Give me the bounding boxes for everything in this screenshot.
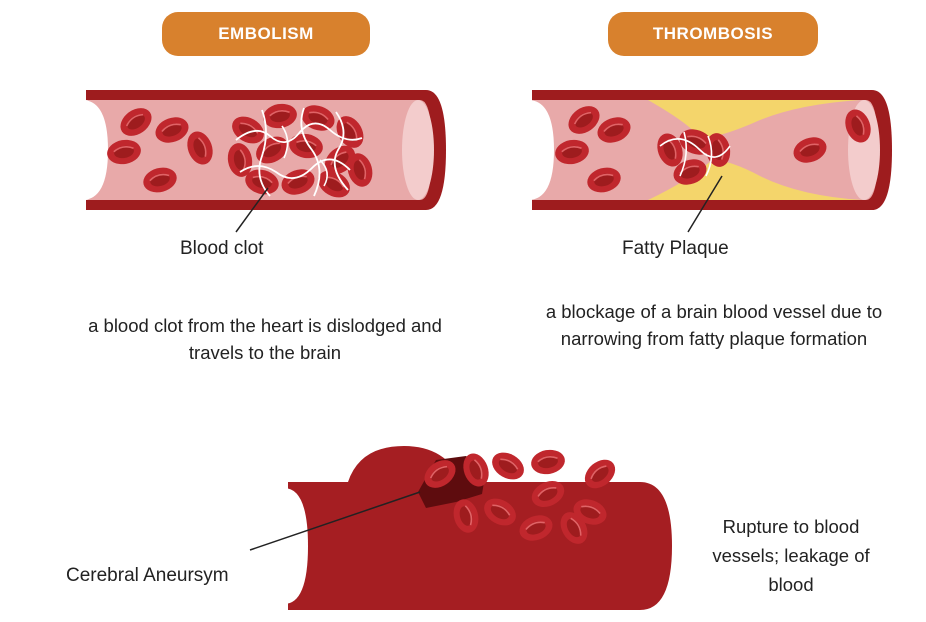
- thrombosis-description: a blockage of a brain blood vessel due t…: [545, 301, 883, 349]
- thrombosis-title-badge: THROMBOSIS: [608, 12, 818, 56]
- embolism-title-badge: EMBOLISM: [162, 12, 370, 56]
- fatty-plaque-label: Fatty Plaque: [622, 238, 729, 259]
- aneurysm-description: Rupture to blood vessels; leakage of blo…: [712, 516, 870, 595]
- blood-clot-pointer: [235, 187, 269, 233]
- embolism-description: a blood clot from the heart is dislodged…: [88, 315, 442, 363]
- aneurysm-vessel: [284, 446, 672, 610]
- cerebral-aneurysm-label: Cerebral Aneursym: [66, 565, 229, 586]
- embolism-title: EMBOLISM: [218, 24, 314, 43]
- blood-clot-label: Blood clot: [180, 238, 264, 259]
- thrombosis-title: THROMBOSIS: [652, 24, 774, 43]
- aneurysm-pointer: [249, 491, 421, 551]
- thrombosis-blood-cells: [552, 99, 876, 197]
- aneurysm-rupture: [418, 446, 622, 550]
- blood-clot: [224, 100, 377, 204]
- fatty-plaque-pointer: [687, 175, 723, 233]
